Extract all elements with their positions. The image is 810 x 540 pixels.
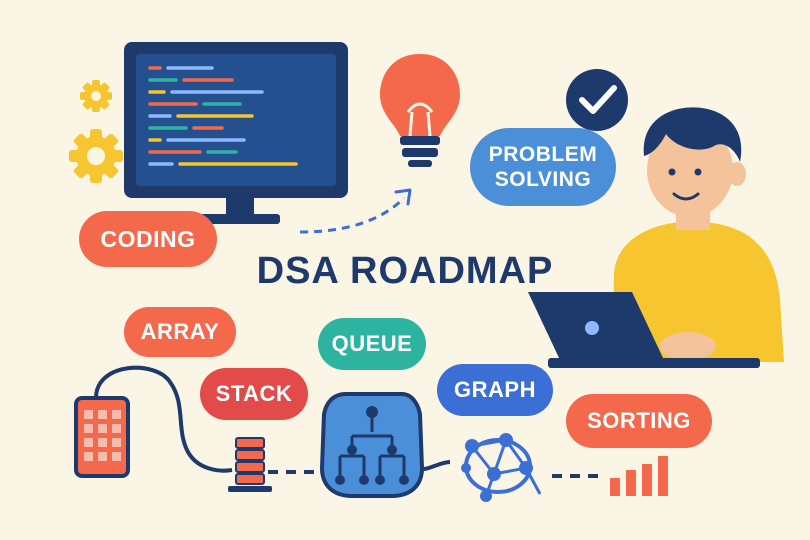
coding-label: CODING (100, 225, 196, 252)
monitor-icon (124, 42, 348, 224)
queue-pill: QUEUE (318, 318, 426, 370)
array-label: ARRAY (140, 319, 220, 344)
laptop-icon (528, 292, 760, 368)
lightbulb-icon (380, 54, 460, 167)
stack-icon (228, 437, 272, 492)
stack-pill: STACK (200, 368, 308, 420)
problem-label: PROBLEM (488, 143, 598, 166)
tree-icon (319, 392, 425, 498)
solving-label: SOLVING (494, 168, 592, 191)
array-pill: ARRAY (124, 307, 236, 357)
sorting-pill: SORTING (566, 394, 712, 448)
graph-pill: GRAPH (437, 364, 553, 416)
page-title: DSA ROADMAP (256, 250, 554, 292)
graph-label: GRAPH (454, 377, 536, 402)
gear-icon (69, 129, 123, 183)
array-grid-icon (74, 396, 130, 478)
stack-label: STACK (215, 381, 293, 406)
gear-icon (80, 80, 112, 112)
queue-label: QUEUE (331, 331, 413, 356)
graph-network-icon (461, 433, 542, 502)
sorting-label: SORTING (587, 408, 691, 433)
coding-pill: CODING (79, 211, 217, 267)
bar-chart-icon (610, 456, 668, 496)
problem-solving-pill: PROBLEM SOLVING (470, 128, 616, 206)
dashed-arrow (299, 196, 406, 234)
checkmark-icon (566, 69, 628, 131)
connector-line (94, 365, 233, 473)
person-icon (612, 107, 784, 362)
